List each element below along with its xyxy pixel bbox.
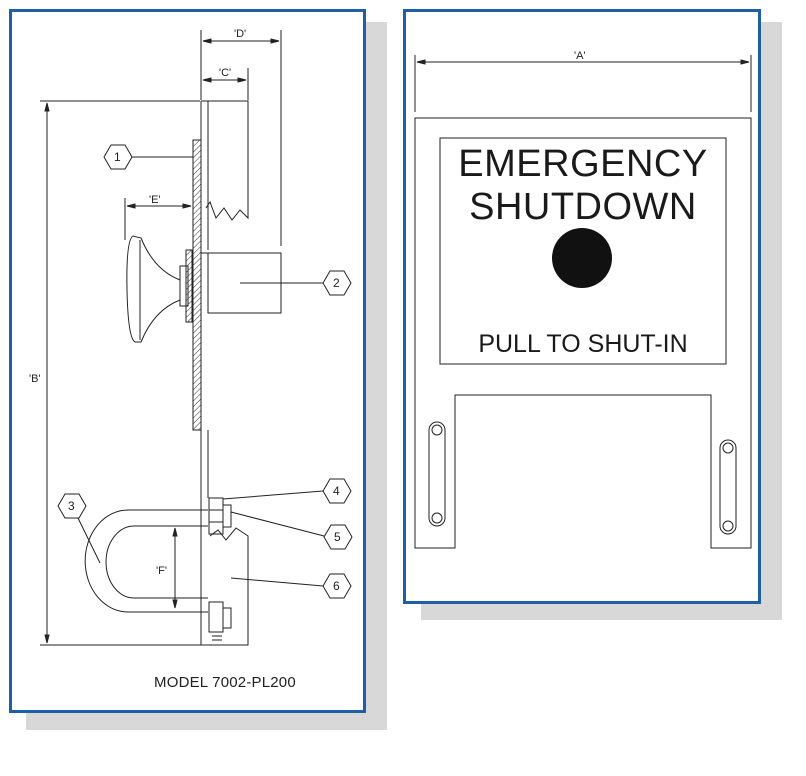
u-bolt [84, 509, 208, 613]
dimension-e [124, 198, 192, 240]
mount-pipe [209, 527, 249, 646]
callout-4-hex [322, 478, 352, 504]
sign-line-emergency: EMERGENCY [458, 143, 708, 185]
callout-2-label: 2 [333, 276, 340, 290]
front-view-panel [403, 9, 761, 604]
pull-knob [126, 235, 193, 343]
callout-2-hex [322, 270, 352, 296]
sign-line-shutdown: SHUTDOWN [469, 186, 697, 228]
dim-label-b: 'B' [29, 373, 41, 385]
callout-6-label: 6 [333, 579, 340, 593]
pipe-stub [201, 100, 249, 221]
callout-5-hex [323, 524, 353, 550]
callout-3-label: 3 [68, 499, 75, 513]
shutdown-button-dot [552, 228, 612, 288]
sign-plate-section [192, 139, 202, 431]
dim-label-f: 'F' [156, 565, 167, 577]
dim-label-a: 'A' [574, 50, 586, 62]
callout-1-hex [103, 144, 133, 170]
left-slot [428, 421, 446, 527]
callout-4-label: 4 [333, 484, 340, 498]
sign-face [439, 137, 727, 365]
callout-1-label: 1 [114, 150, 121, 164]
side-view-panel [9, 9, 366, 713]
dim-label-d: 'D' [234, 28, 246, 40]
front-plate [414, 117, 752, 549]
lower-bolt [208, 601, 232, 641]
dimension-a [414, 55, 752, 112]
callout-6-hex [322, 573, 352, 599]
dimension-b [40, 100, 230, 646]
model-label: MODEL 7002-PL200 [154, 674, 296, 691]
callout-3-hex [57, 493, 87, 519]
dimension-d [200, 30, 282, 246]
callout-5-label: 5 [334, 530, 341, 544]
sign-footer-text: PULL TO SHUT-IN [478, 330, 688, 358]
nut-bolt-assembly [208, 497, 232, 535]
dimension-c [202, 68, 249, 100]
dim-label-c: 'C' [219, 67, 231, 79]
dimension-f [172, 527, 178, 609]
dim-label-e: 'E' [149, 194, 161, 206]
right-slot [719, 439, 737, 535]
